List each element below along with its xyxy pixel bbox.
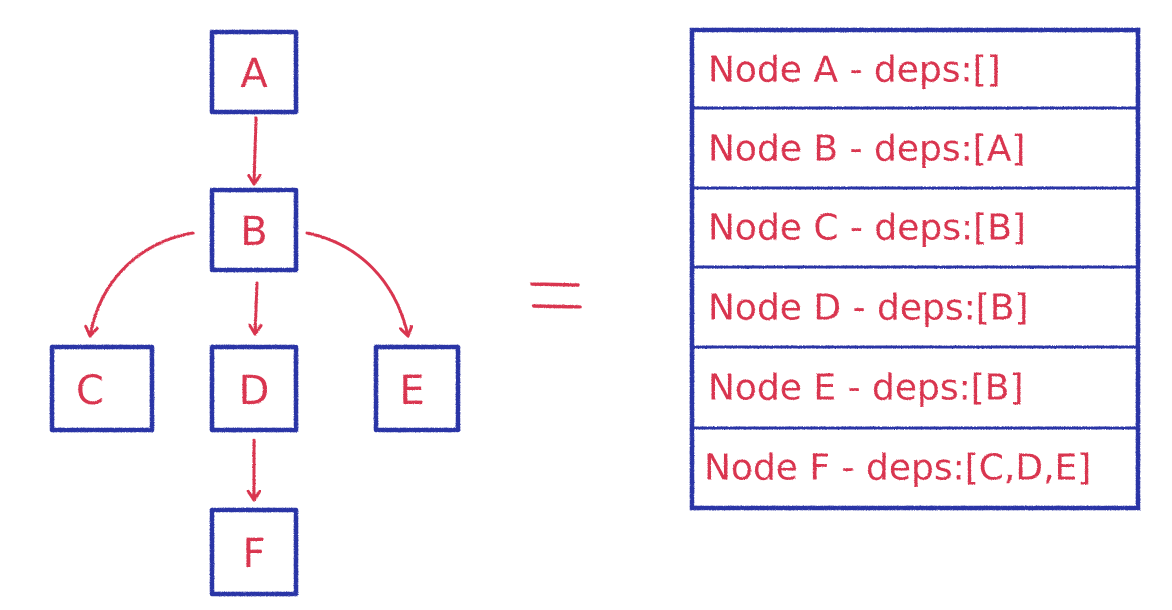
table-row-node-c: Node C - deps:[B] <box>708 208 1026 249</box>
node-c-label: C <box>76 368 104 414</box>
edge-b-to-e <box>305 231 408 338</box>
table-row-node-f: Node F - deps:[C,D,E] <box>704 448 1091 489</box>
node-b-label: B <box>240 209 267 255</box>
node-f: F <box>209 507 299 597</box>
node-e-label: E <box>399 368 424 414</box>
edge-b-to-c <box>90 231 195 338</box>
edge-a-to-b <box>254 116 256 186</box>
node-a-label: A <box>240 51 268 97</box>
edge-b-to-d <box>255 281 257 336</box>
node-b: B <box>209 187 299 273</box>
node-c: C <box>49 344 155 433</box>
equals-sign <box>530 282 582 309</box>
graph-edges <box>90 116 408 502</box>
dependency-table: Node A - deps:[] Node B - deps:[A] Node … <box>689 27 1141 511</box>
node-f-label: F <box>242 531 265 577</box>
node-e: E <box>373 344 461 433</box>
table-row-node-b: Node B - deps:[A] <box>708 129 1025 170</box>
table-row-node-d: Node D - deps:[B] <box>708 288 1029 329</box>
node-a: A <box>209 29 299 115</box>
table-row-node-e: Node E - deps:[B] <box>708 368 1024 409</box>
node-d-label: D <box>239 368 270 414</box>
graph-nodes: A B C D E F <box>49 29 461 597</box>
table-row-node-a: Node A - deps:[] <box>708 50 1001 91</box>
node-d: D <box>209 344 299 433</box>
